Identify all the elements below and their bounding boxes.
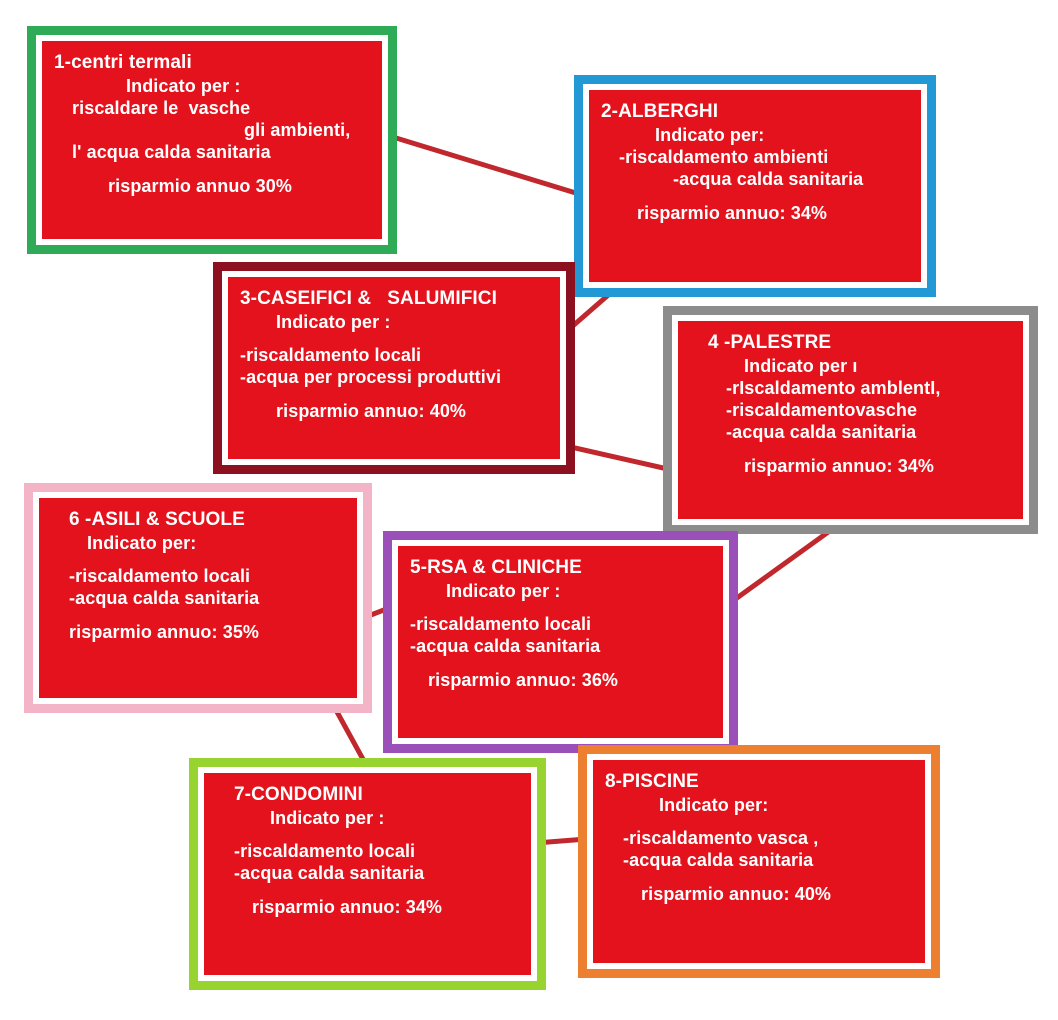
node-5-line-2 — [410, 602, 711, 613]
node-6-line-2 — [51, 554, 345, 565]
node-7-line-0: 7-CONDOMINI — [234, 784, 363, 805]
node-6-line-5 — [51, 610, 345, 621]
node-6-saving: risparmio annuo: 35% — [69, 621, 260, 642]
node-4-saving: risparmio annuo: 34% — [744, 455, 935, 476]
node-7-line-3: -riscaldamento locali — [234, 841, 416, 862]
node-6-line-3: -riscaldamento locali — [69, 566, 251, 587]
node-7-line-2 — [216, 829, 519, 840]
node-6-line-4: -acqua calda sanitaria — [69, 588, 260, 609]
node-3-line-2 — [240, 333, 548, 344]
node-4-line-2: -rIscaldamento amblentI, — [726, 377, 941, 398]
node-5-line-4: -acqua calda sanitaria — [410, 636, 601, 657]
node-2-line-4 — [601, 190, 909, 201]
node-3-line-0: 3-CASEIFICI & SALUMIFICI — [240, 288, 497, 309]
node-7-line-1: Indicato per : — [270, 807, 385, 828]
node-1-line-0: 1-centri termali — [54, 52, 192, 73]
node-5-line-5 — [410, 658, 711, 669]
node-alberghi[interactable]: 2-ALBERGHI Indicato per: -riscaldamento … — [574, 75, 936, 297]
node-asili-scuole[interactable]: 6 -ASILI & SCUOLE Indicato per: -riscald… — [24, 483, 372, 713]
node-3-saving: risparmio annuo: 40% — [276, 400, 467, 421]
node-8-line-3: -riscaldamento vasca , — [623, 828, 819, 849]
node-2-line-3: -acqua calda sanitaria — [673, 169, 864, 190]
node-body-2: 2-ALBERGHI Indicato per: -riscaldamento … — [589, 90, 921, 282]
node-5-line-1: Indicato per : — [446, 580, 561, 601]
node-body-4: 4 -PALESTRE Indicato per ı -rIscaldament… — [678, 321, 1023, 519]
node-1-line-5 — [54, 164, 370, 175]
node-6-line-0: 6 -ASILI & SCUOLE — [69, 509, 245, 530]
node-3-line-5 — [240, 389, 548, 400]
node-body-3: 3-CASEIFICI & SALUMIFICI Indicato per : … — [228, 277, 560, 459]
node-1-line-3: gli ambienti, — [244, 120, 351, 141]
node-5-line-0: 5-RSA & CLINICHE — [410, 557, 582, 578]
node-4-line-5 — [690, 444, 1011, 455]
node-7-line-5 — [216, 885, 519, 896]
node-3-line-1: Indicato per : — [276, 311, 391, 332]
node-caseifici-salumifici[interactable]: 3-CASEIFICI & SALUMIFICI Indicato per : … — [213, 262, 575, 474]
node-5-line-3: -riscaldamento locali — [410, 614, 592, 635]
node-8-line-1: Indicato per: — [659, 794, 769, 815]
node-3-line-4: -acqua per processi produttivi — [240, 367, 502, 388]
node-2-saving: risparmio annuo: 34% — [637, 202, 828, 223]
node-1-line-1: Indicato per : — [126, 75, 241, 96]
node-condomini[interactable]: 7-CONDOMINI Indicato per : -riscaldament… — [189, 758, 546, 990]
node-2-line-1: Indicato per: — [655, 124, 765, 145]
node-8-line-0: 8-PISCINE — [605, 771, 699, 792]
node-2-line-0: 2-ALBERGHI — [601, 101, 719, 122]
node-8-saving: risparmio annuo: 40% — [641, 883, 832, 904]
node-4-line-1: Indicato per ı — [744, 355, 858, 376]
node-7-line-4: -acqua calda sanitaria — [234, 863, 425, 884]
node-6-line-1: Indicato per: — [87, 532, 197, 553]
node-4-line-0: 4 -PALESTRE — [708, 332, 832, 353]
node-1-line-4: l' acqua calda sanitaria — [72, 142, 271, 163]
node-2-line-2: -riscaldamento ambienti — [619, 146, 829, 167]
node-body-7: 7-CONDOMINI Indicato per : -riscaldament… — [204, 773, 531, 975]
node-body-1: 1-centri termali Indicato per : riscalda… — [42, 41, 382, 239]
node-body-8: 8-PISCINE Indicato per: -riscaldamento v… — [593, 760, 925, 963]
node-palestre[interactable]: 4 -PALESTRE Indicato per ı -rIscaldament… — [663, 306, 1038, 534]
node-7-saving: risparmio annuo: 34% — [252, 896, 443, 917]
node-4-line-3: -riscaldamentovasche — [726, 400, 918, 421]
node-body-6: 6 -ASILI & SCUOLE Indicato per: -riscald… — [39, 498, 357, 698]
node-4-line-4: -acqua calda sanitaria — [726, 422, 917, 443]
node-piscine[interactable]: 8-PISCINE Indicato per: -riscaldamento v… — [578, 745, 940, 978]
node-centri-termali[interactable]: 1-centri termali Indicato per : riscalda… — [27, 26, 397, 254]
node-1-line-2: riscaldare le vasche — [72, 97, 251, 118]
node-8-line-4: -acqua calda sanitaria — [623, 850, 814, 871]
node-8-line-5 — [605, 872, 913, 883]
connector-5-to-4 — [720, 522, 841, 611]
node-5-saving: risparmio annuo: 36% — [428, 669, 619, 690]
node-1-saving: risparmio annuo 30% — [108, 175, 292, 196]
node-rsa-cliniche[interactable]: 5-RSA & CLINICHE Indicato per : -riscald… — [383, 531, 738, 753]
node-8-line-2 — [605, 816, 913, 827]
node-3-line-3: -riscaldamento locali — [240, 345, 422, 366]
node-body-5: 5-RSA & CLINICHE Indicato per : -riscald… — [398, 546, 723, 738]
